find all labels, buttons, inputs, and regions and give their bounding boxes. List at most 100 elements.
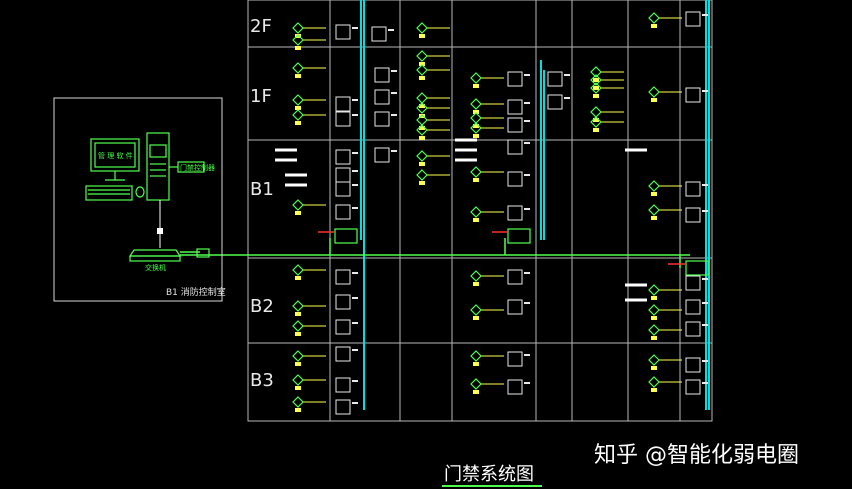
lock-icon (651, 192, 657, 196)
lock-icon (419, 136, 425, 140)
lock-icon (651, 216, 657, 220)
card-reader-icon (590, 82, 602, 94)
door-controller (335, 319, 351, 335)
card-reader-icon (416, 169, 428, 181)
lock-icon (295, 408, 301, 412)
door-controller (335, 399, 351, 415)
door-controller (371, 26, 387, 42)
door-controller (335, 149, 351, 165)
door-controller (335, 346, 351, 362)
card-reader-icon (470, 122, 482, 134)
floor-label-b3: B3 (250, 370, 274, 391)
lock-icon (473, 134, 479, 138)
floor-label-2f: 2F (250, 16, 272, 37)
floor-label-b1: B1 (250, 179, 274, 200)
lock-icon (419, 76, 425, 80)
card-reader-icon (590, 66, 602, 78)
door-controller (374, 147, 390, 163)
card-reader-icon (470, 378, 482, 390)
door-controller (685, 275, 701, 291)
lock-icon (295, 386, 301, 390)
card-reader-icon (470, 304, 482, 316)
door-controller (335, 96, 351, 112)
door-controller (507, 269, 523, 285)
card-reader-icon (470, 270, 482, 282)
door-controller (335, 181, 351, 197)
cable-end (157, 228, 163, 234)
lock-icon (473, 110, 479, 114)
lock-icon (295, 332, 301, 336)
door-controller (335, 377, 351, 393)
diagram-title: 门禁系统图 (444, 464, 534, 485)
door-controller (507, 351, 523, 367)
lock-icon (419, 126, 425, 130)
card-reader-icon (470, 350, 482, 362)
door-controller (507, 379, 523, 395)
card-reader-icon (416, 64, 428, 76)
lock-icon (593, 118, 599, 122)
door-controller (685, 87, 701, 103)
card-reader-icon (416, 22, 428, 34)
card-reader-icon (292, 300, 304, 312)
door-controllers (335, 11, 708, 415)
door-controller (507, 139, 523, 155)
card-reader-icon (648, 204, 660, 216)
door-controller (685, 299, 701, 315)
door-controller (685, 181, 701, 197)
card-reader-icon (292, 264, 304, 276)
lock-icon (651, 388, 657, 392)
card-reader-icon (648, 304, 660, 316)
lock-icon (295, 46, 301, 50)
door-controller (335, 294, 351, 310)
lock-icon (593, 78, 599, 82)
lock-icon (419, 162, 425, 166)
lock-icon (651, 366, 657, 370)
card-reader-icon (292, 199, 304, 211)
lock-icon (295, 121, 301, 125)
card-reader-icon (648, 86, 660, 98)
controller-label: 门禁控制器 (180, 163, 215, 172)
door-controller (507, 99, 523, 115)
door-controller (374, 111, 390, 127)
monitor-screen-label: 管 理 软 件 (98, 151, 133, 160)
core-switch-label: 交换机 (145, 263, 166, 272)
lock-icon (473, 178, 479, 182)
lock-icon (295, 362, 301, 366)
control-room-frame (53, 97, 223, 302)
lock-icon (651, 336, 657, 340)
card-reader-icon (292, 94, 304, 106)
lock-icon (473, 390, 479, 394)
card-reader-icon (648, 354, 660, 366)
card-reader-icon (416, 150, 428, 162)
building-grid (247, 0, 713, 422)
card-reader-icon (648, 180, 660, 192)
door-controller (335, 204, 351, 220)
card-reader-icon (292, 22, 304, 34)
card-reader-icon (292, 62, 304, 74)
network-bus-risers (360, 0, 710, 410)
network-backbone (180, 238, 690, 268)
lock-icon (419, 181, 425, 185)
control-room-label: B1 消防控制室 (166, 286, 226, 298)
card-reader-icon (590, 106, 602, 118)
floor-switches (334, 228, 709, 276)
lock-icon (295, 74, 301, 78)
watermark-text: 知乎 @智能化弱电圈 (594, 443, 799, 468)
card-reader-icon (470, 206, 482, 218)
door-controller (374, 67, 390, 83)
core-switch (128, 248, 210, 262)
lock-icon (651, 296, 657, 300)
door-controller (547, 94, 563, 110)
lock-icon (419, 114, 425, 118)
lock-icon (473, 282, 479, 286)
door-controller (335, 111, 351, 127)
card-reader-icon (590, 74, 602, 86)
lock-icon (473, 362, 479, 366)
door-controller (374, 89, 390, 105)
lock-icon (295, 276, 301, 280)
door-devices (275, 12, 682, 412)
lock-icon (593, 94, 599, 98)
card-reader-icon (470, 72, 482, 84)
lock-icon (473, 218, 479, 222)
lock-icon (419, 104, 425, 108)
